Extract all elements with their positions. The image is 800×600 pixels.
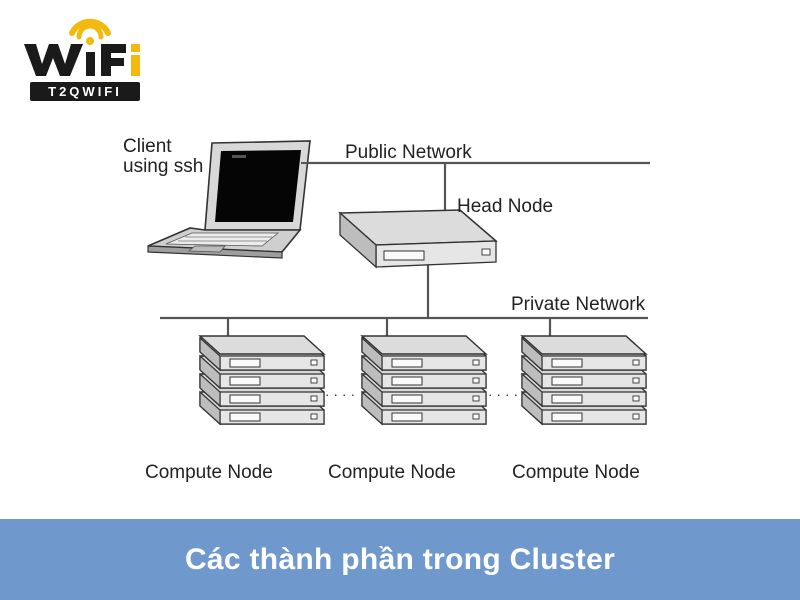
t2qwifi-logo: T2QWIFI	[24, 18, 140, 101]
caption-banner: Các thành phần trong Cluster	[0, 519, 800, 600]
head-node-server-icon	[338, 209, 498, 269]
logo-tagline: T2QWIFI	[48, 84, 122, 99]
logo-letter-w	[24, 44, 83, 76]
public-network-label: Public Network	[345, 142, 472, 163]
compute-node-label-1: Compute Node	[145, 462, 273, 483]
caption-title: Các thành phần trong Cluster	[184, 542, 616, 576]
head-node-label: Head Node	[457, 196, 553, 217]
compute-node-label-3: Compute Node	[512, 462, 640, 483]
client-label-line2: using ssh	[123, 156, 203, 177]
laptop-client-icon	[147, 140, 312, 259]
compute-node-2-server-stack-icon	[362, 336, 486, 424]
wifi-signal-icon	[69, 18, 111, 40]
client-label-line1: Client	[123, 136, 172, 157]
compute-node-1-server-stack-icon	[200, 336, 324, 424]
separator-dots-2: · · · ·	[488, 386, 518, 402]
compute-node-label-2: Compute Node	[328, 462, 456, 483]
compute-node-3-server-stack-icon	[522, 336, 646, 424]
cluster-diagram: · · · · · · · · Client using ssh Public …	[123, 136, 650, 483]
private-network-label: Private Network	[511, 294, 646, 315]
separator-dots-1: · · · ·	[325, 386, 355, 402]
